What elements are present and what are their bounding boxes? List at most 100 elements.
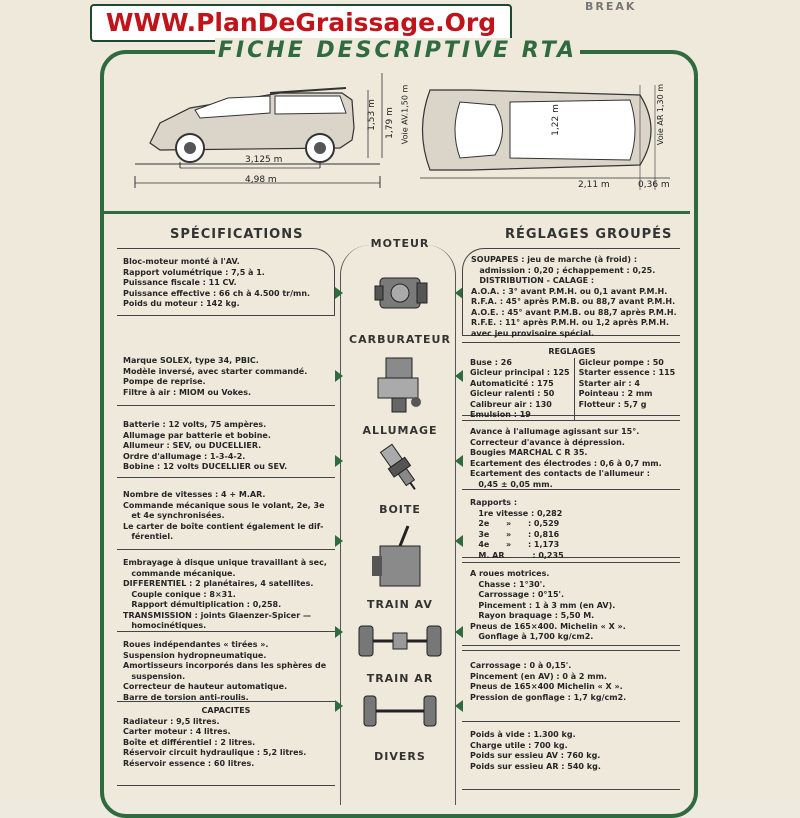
dim-width-inner: 1,22 m [550,104,561,136]
dim-track-front: Voie AV.1,50 m [400,84,410,145]
spec-line: Batterie : 12 volts, 75 ampères. [123,420,267,429]
arrow-left-1 [335,287,343,299]
arrow-left-6 [335,700,343,712]
reglage-moteur: SOUPAPES : jeu de marche (à froid) : adm… [462,248,680,338]
spec-line: Allumeur : SEV, ou DUCELLIER. [123,441,262,450]
section-label-divers: DIVERS [374,750,426,763]
spec-line: Filtre à air : MIOM ou Vokes. [123,387,252,397]
dim-track-rear: Voie AR 1,30 m [656,83,666,146]
carburetor-icon [377,357,421,413]
spec-line: Nombre de vitesses : 4 + M.AR. [123,490,266,499]
reglage-line: Charge utile : 700 kg. [470,740,568,750]
spec-line: homocinétiques. [123,621,207,630]
reglage-line: Gonflage à 1,700 kg/cm2. [470,632,594,641]
front-axle-icon [358,625,442,657]
spec-line: Réservoir essence : 60 litres. [123,758,255,768]
reglage-carburateur: REGLAGES Buse : 26 Gicleur principal : 1… [462,342,680,421]
reglage-line: Rapports : [470,498,518,507]
reglage-line: 3e » : 0,816 [470,529,560,539]
dim-length: 4,98 m [245,175,277,185]
spec-line: Amortisseurs incorporés dans les sphères… [123,661,327,670]
spec-line: DIFFERENTIEL : 2 planétaires, 4 satellit… [123,579,314,588]
reglage-line: Poids à vide : 1.300 kg. [470,730,576,739]
reglage-line: admission : 0,20 ; échappement : 0,25. [471,265,656,275]
spec-line: Barre de torsion anti-roulis. [123,692,249,702]
spec-line: Poids du moteur : 142 kg. [123,299,240,308]
car-side-view-drawing [134,73,383,188]
spec-line: Modèle inversé, avec starter commandé. [123,366,308,376]
arrow-right-3 [455,455,463,467]
section-label-carburateur: CARBURATEUR [349,333,451,346]
reglage-line: A roues motrices. [470,569,550,578]
arrow-right-5 [455,626,463,638]
page-title: FICHE DESCRIPTIVE RTA [215,38,580,63]
spec-line: Couple conique : 8×31. [123,589,236,599]
reglage-line: Pression de gonflage : 1,7 kg/cm2. [470,692,627,702]
spec-line: TRANSMISSION : joints Glaenzer-Spicer — [123,610,311,620]
car-top-view-drawing [420,85,670,190]
arrow-right-4 [455,535,463,547]
dim-height2: 1,79 m [384,107,395,139]
reglage-line: Carrossage : 0 à 0,15'. [470,661,572,670]
reglage-line: Calibreur air : 130 [470,399,552,409]
spec-line: Ordre d'allumage : 1-3-4-2. [123,451,246,461]
spec-line: Marque SOLEX, type 34, PBIC. [123,356,259,365]
arrow-left-2 [335,370,343,382]
spec-line: Le carter de boîte contient également le… [123,521,324,531]
spec-allumage: Batterie : 12 volts, 75 ampères. Allumag… [117,408,335,478]
reglage-train-ar: Carrossage : 0 à 0,15'. Pincement (en AV… [462,650,680,722]
reglage-line: Gicleur pompe : 50 [578,357,664,367]
section-divider [104,211,690,214]
reglage-line: R.F.E. : 11° après P.M.H. ou 1,2 après P… [471,318,670,327]
specifications-heading: SPÉCIFICATIONS [170,227,304,242]
website-banner[interactable]: WWW.PlanDeGraissage.Org [90,4,512,42]
spec-line: Suspension hydropneumatique. [123,650,267,660]
reglage-line: Poids sur essieu AV : 760 kg. [470,751,601,760]
reglage-line: Starter essence : 115 [578,368,676,377]
reglage-line: Bougies MARCHAL C R 35. [470,448,588,457]
reglage-line: Carrossage : 0°15'. [470,590,565,599]
spec-line: Radiateur : 9,5 litres. [123,716,220,726]
reglage-line: Automaticité : 175 [470,378,554,388]
reglages-subheading: REGLAGES [548,347,596,356]
reglage-line: Avance à l'allumage agissant sur 15°. [470,427,640,436]
capacites-heading: CAPACITES [201,706,251,715]
reglage-boite: Rapports : 1re vitesse : 0,282 2e » : 0,… [462,492,680,560]
reglage-line: A.O.A. : 3° avant P.M.H. ou 0,1 avant P.… [471,286,668,296]
reglage-allumage: Avance à l'allumage agissant sur 15°. Co… [462,420,680,490]
engine-icon [374,277,428,309]
spec-line: férentiel. [123,532,174,541]
section-label-train-av: TRAIN AV [367,598,433,611]
arrow-right-2 [455,370,463,382]
spec-line: Bloc-moteur monté à l'AV. [123,257,240,266]
reglage-line: Starter air : 4 [578,378,640,388]
reglage-line: avec jeu provisoire spécial. [471,328,595,338]
reglage-line: SOUPAPES : jeu de marche (à froid) : [471,255,638,264]
spec-line: Pompe de reprise. [123,377,206,386]
reglage-divers: Poids à vide : 1.300 kg. Charge utile : … [462,724,680,790]
document-page: WWW.PlanDeGraissage.Org BREAK FICHE DESC… [90,0,698,818]
reglage-line: 1re vitesse : 0,282 [470,508,563,518]
reglage-line: Pincement (en AV) : 0 à 2 mm. [470,671,607,681]
reglage-train-av: A roues motrices. Chasse : 1°30'. Carros… [462,562,680,646]
spec-line: Roues indépendantes « tirées ». [123,640,269,649]
dim-wheelbase: 3,125 m [245,155,283,165]
arrow-left-3 [335,455,343,467]
spec-line: suspension. [123,671,186,681]
spec-boite: Nombre de vitesses : 4 + M.AR. Commande … [117,480,335,550]
reglage-line: Pneus de 165×400 Michelin « X ». [470,682,623,691]
arrow-right-1 [455,287,463,299]
reglages-heading: RÉGLAGES GROUPÉS [505,227,673,242]
reglage-line: Gicleur ralenti : 50 [470,389,555,398]
spec-moteur: Bloc-moteur monté à l'AV. Rapport volumé… [117,248,335,316]
spec-carburateur: Marque SOLEX, type 34, PBIC. Modèle inve… [117,336,335,406]
spec-line: Embrayage à disque unique travaillant à … [123,558,327,567]
reglage-line: A.O.E. : 45° avant P.M.B. ou 88,7 après … [471,307,677,317]
reglage-line: Correcteur d'avance à dépression. [470,437,625,447]
spec-train-ar: Roues indépendantes « tirées ». Suspensi… [117,634,335,702]
reglage-line: Poids sur essieu AR : 540 kg. [470,761,601,771]
reglage-line: 2e » : 0,529 [470,519,560,528]
spec-line: Puissance fiscale : 11 CV. [123,278,237,287]
reglage-line: R.F.A. : 45° après P.M.B. ou 88,7 avant … [471,297,676,306]
spec-line: Correcteur de hauteur automatique. [123,682,288,691]
